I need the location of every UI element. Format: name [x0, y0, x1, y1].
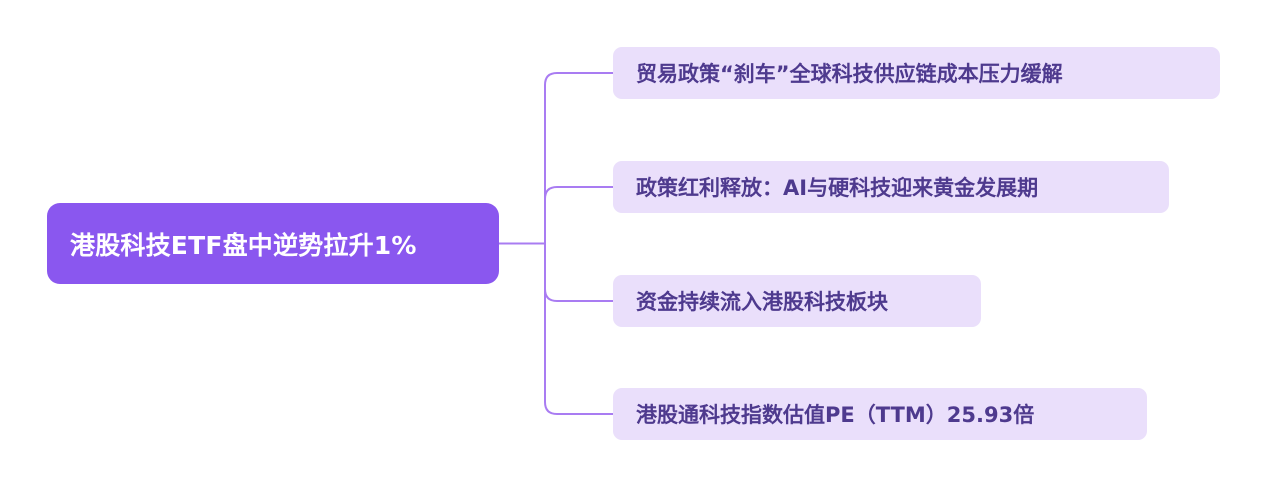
- branch-topic-capital-inflow[interactable]: 资金持续流入港股科技板块: [613, 275, 981, 327]
- root-topic-node[interactable]: 港股科技ETF盘中逆势拉升1%: [47, 203, 499, 284]
- branch-topic-label: 资金持续流入港股科技板块: [636, 290, 888, 314]
- branch-topic-valuation[interactable]: 港股通科技指数估值PE（TTM）25.93倍: [613, 388, 1147, 440]
- branch-topic-label: 贸易政策“刹车”全球科技供应链成本压力缓解: [636, 62, 1063, 86]
- branch-topic-label: 港股通科技指数估值PE（TTM）25.93倍: [636, 403, 1035, 427]
- connector-branch-3: [544, 243, 613, 415]
- connector-branch-1: [544, 186, 613, 244]
- connector-branch-0: [544, 72, 613, 244]
- branch-topic-trade-policy[interactable]: 贸易政策“刹车”全球科技供应链成本压力缓解: [613, 47, 1220, 99]
- root-topic-label: 港股科技ETF盘中逆势拉升1%: [70, 230, 417, 260]
- branch-topic-policy-dividend[interactable]: 政策红利释放：AI与硬科技迎来黄金发展期: [613, 161, 1169, 213]
- branch-topic-label: 政策红利释放：AI与硬科技迎来黄金发展期: [636, 176, 1039, 200]
- connector-branch-2: [544, 243, 613, 302]
